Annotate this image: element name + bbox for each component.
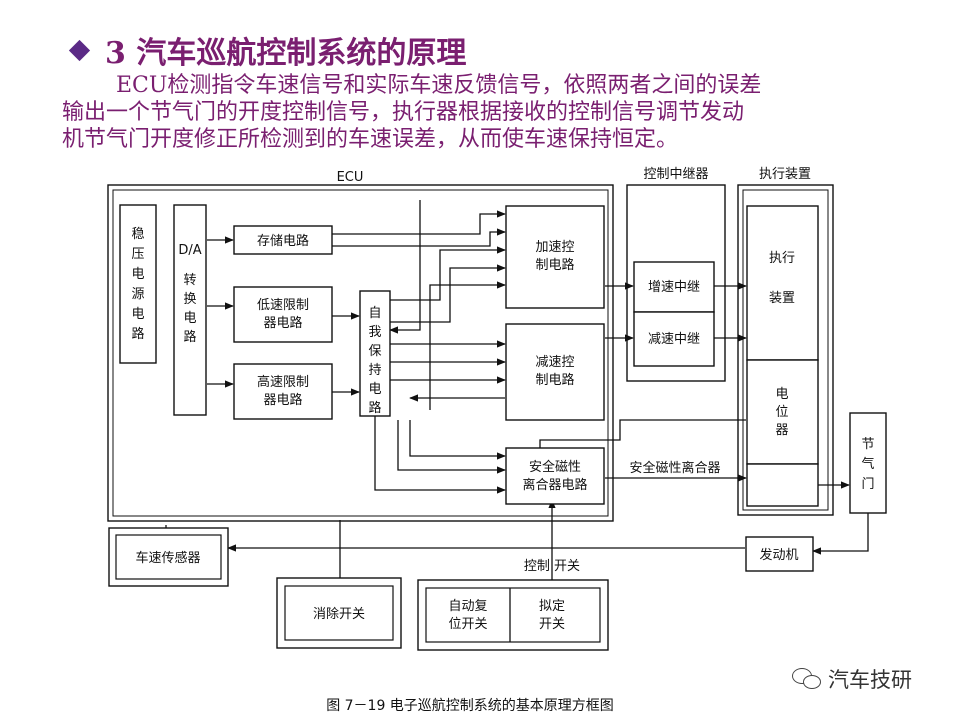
actuator-unit-line-2: 装置 [769,291,795,306]
slide-title-text: 3 汽车巡航控制系统的原理 [105,36,467,71]
power-supply-char-2: 压 [131,247,144,262]
cancel-switch-label: 消除开关 [313,607,365,622]
potentiometer-char-1: 电 [775,387,788,402]
engine-label: 发动机 [759,547,798,563]
self-hold-char-6: 路 [368,400,381,416]
throttle-block: 节 气 门 [849,412,887,514]
clutch-unit-block [746,463,819,507]
paragraph-line-2: 输出一个节气门的开度控制信号，执行器根据接收的控制信号调节发动 [62,100,745,125]
potentiometer-char-2: 位 [775,405,788,420]
actuator-frame [737,184,834,516]
convert-char-1: 转 [183,273,196,288]
self-hold-circuit-block: 自 我 保 持 电 路 [359,290,391,417]
decel-line-2: 制电路 [535,372,574,388]
storage-circuit-label: 存储电路 [257,233,309,249]
self-hold-char-5: 电 [368,382,381,397]
potentiometer-char-3: 器 [775,423,788,438]
resume-switch-line-2: 位开关 [448,617,487,632]
actuator-unit-line-1: 执行 [769,251,795,266]
storage-circuit-block: 存储电路 [233,225,333,255]
clutch-circuit-block: 安全磁性 离合器电路 [505,447,605,505]
accel-control-block: 加速控 制电路 [505,205,605,309]
dec-relay-label: 减速中继 [648,332,700,347]
convert-char-4: 路 [183,329,196,345]
inc-relay-block: 增速中继 [633,261,715,313]
relay-label: 控制中继器 [643,167,708,182]
self-hold-char-2: 我 [368,325,381,340]
clutch-circuit-line-2: 离合器电路 [522,477,587,493]
resume-switch-line-1: 自动复 [448,599,487,614]
da-converter-block: D/A 转 换 电 路 [173,204,207,416]
low-speed-limit-block: 低速限制 器电路 [233,286,333,343]
paragraph-line-1: ECU检测指令车速信号和实际车速反馈信号，依照两者之间的误差 [116,73,762,98]
throttle-char-1: 节 [861,437,874,452]
speed-sensor-label: 车速传感器 [135,550,200,566]
power-supply-char-5: 电 [131,307,144,322]
accel-line-2: 制电路 [535,257,574,273]
speed-sensor-block: 车速传感器 [108,527,229,587]
throttle-char-3: 门 [861,477,874,492]
engine-block: 发动机 [745,536,814,572]
set-switch-line-2: 开关 [539,617,565,632]
convert-char-2: 换 [183,292,196,307]
power-supply-char-4: 源 [131,287,144,302]
throttle-char-2: 气 [861,456,874,472]
set-switch-line-1: 拟定 [539,599,565,614]
watermark: 汽车技研 [792,664,912,694]
switch-group-block: 自动复 位开关 拟定 开关 [417,579,609,651]
low-limit-line-1: 低速限制 [257,298,309,313]
slide-title: 3 汽车巡航控制系统的原理 [68,28,467,72]
power-supply-char-6: 路 [131,326,144,342]
potentiometer-block: 电 位 器 [746,359,819,465]
convert-char-3: 电 [183,311,196,326]
decel-control-block: 减速控 制电路 [505,323,605,421]
high-limit-line-2: 器电路 [263,392,302,408]
self-hold-char-1: 自 [368,306,381,321]
paragraph-line-3: 机节气门开度修正所检测到的车速误差，从而使车速保持恒定。 [62,127,679,152]
ecu-label: ECU [337,170,364,185]
self-hold-char-4: 持 [368,363,381,378]
high-speed-limit-block: 高速限制 器电路 [233,363,333,420]
watermark-text: 汽车技研 [828,668,912,692]
power-supply-block: 稳 压 电 源 电 路 [119,204,157,364]
power-supply-char-1: 稳 [131,226,144,242]
wechat-icon [792,668,822,690]
control-switch-label: 控制 开关 [524,559,580,574]
decel-line-1: 减速控 [535,355,574,370]
power-supply-char-3: 电 [131,267,144,282]
low-limit-line-2: 器电路 [263,315,302,331]
dec-relay-block: 减速中继 [633,311,715,367]
clutch-line-label: 安全磁性离合器 [629,460,720,476]
clutch-circuit-line-1: 安全磁性 [529,459,581,475]
signal-lines [165,200,869,590]
description-paragraph: ECU检测指令车速信号和实际车速反馈信号，依照两者之间的误差 输出一个节气门的开… [62,72,912,153]
actuator-unit-block: 执行 装置 [746,205,819,361]
high-limit-line-1: 高速限制 [257,374,309,390]
actuator-label: 执行装置 [759,167,811,182]
inc-relay-label: 增速中继 [648,280,700,295]
da-label: D/A [178,243,201,258]
figure-caption: 图 7－19 电子巡航控制系统的基本原理方框图 [326,697,614,714]
self-hold-char-3: 保 [368,344,381,359]
accel-line-1: 加速控 [535,240,574,255]
cancel-switch-block: 消除开关 [276,577,402,649]
